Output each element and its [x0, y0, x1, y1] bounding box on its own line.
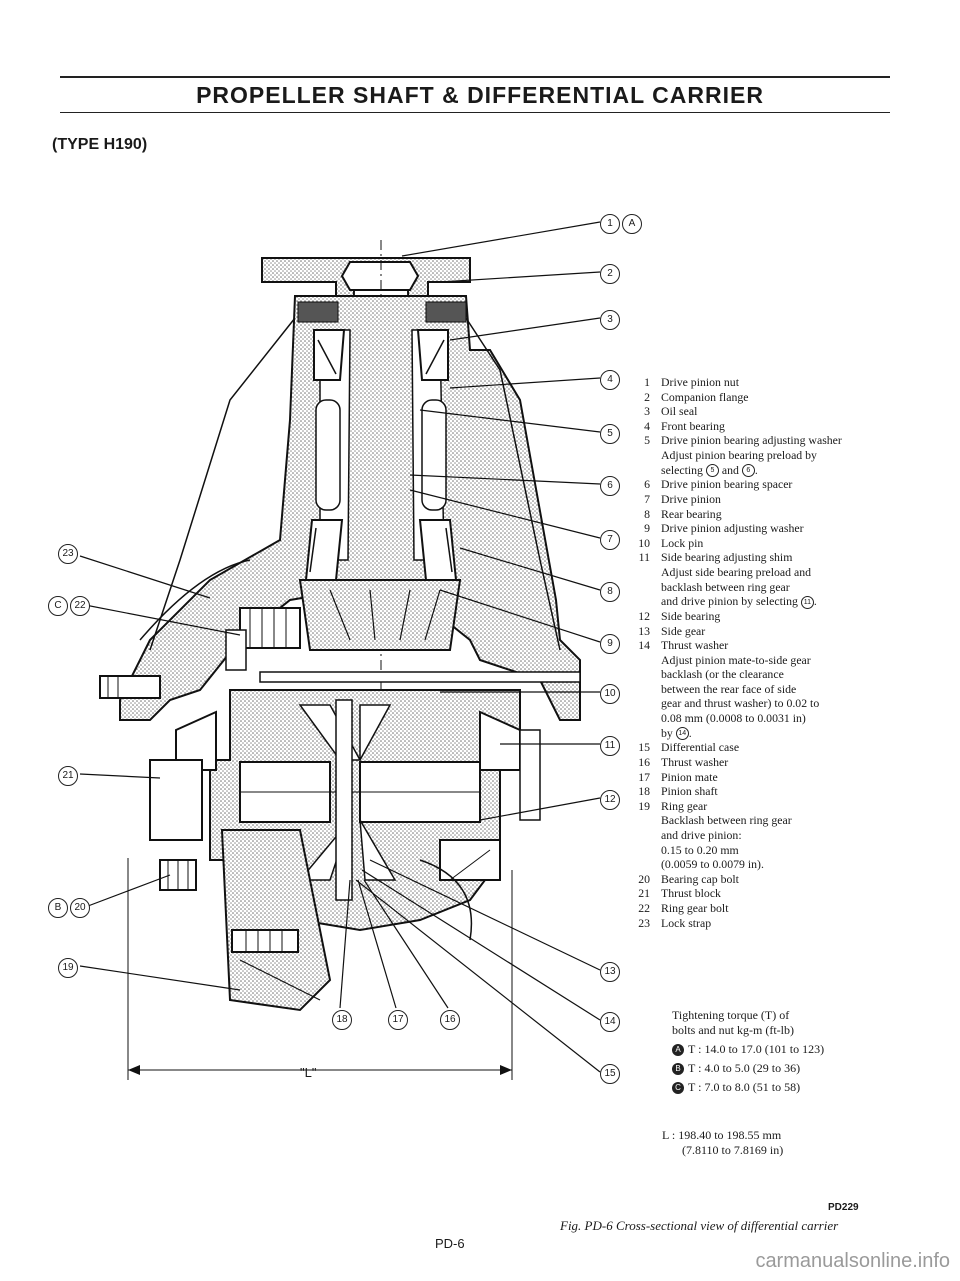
rear-bearing-left: [304, 519, 344, 581]
legend-note-14: Adjust pinion mate-to-side gear backlash…: [661, 652, 820, 741]
callout-13: 13: [600, 960, 622, 982]
callout-2: 2: [600, 262, 622, 284]
title-underline: [60, 112, 890, 113]
drive-pinion-head: [298, 579, 462, 651]
torque-specifications: Tightening torque (T) of bolts and nut k…: [672, 1008, 824, 1095]
page-number: PD-6: [435, 1236, 465, 1251]
callout-14: 14: [600, 1010, 622, 1032]
callout-12: 12: [600, 788, 622, 810]
lock-pin: [259, 671, 581, 683]
legend-note-19: Backlash between ring gear and drive pin…: [661, 813, 792, 872]
callout-5: 5: [600, 422, 622, 444]
page-title: PROPELLER SHAFT & DIFFERENTIAL CARRIER: [196, 82, 764, 108]
callout-9: 9: [600, 632, 622, 654]
oil-seal-left: [297, 301, 339, 323]
side-bearing-left: [175, 710, 217, 771]
pinion-shaft: [335, 699, 353, 901]
bearing-spacer-left: [315, 399, 341, 511]
callout-21: 21: [58, 764, 80, 786]
legend-note-11: Adjust side bearing preload and backlash…: [661, 564, 817, 609]
callout-10: 10: [600, 682, 622, 704]
section-subtitle: (TYPE H190): [52, 136, 148, 153]
callout-1: 1: [600, 214, 620, 234]
torque-heading-2: bolts and nut kg-m (ft-lb): [672, 1023, 794, 1037]
front-bearing-right: [416, 329, 449, 381]
oil-seal-right: [425, 301, 467, 323]
drive-pinion-nut: [340, 261, 420, 291]
callout-11: 11: [600, 734, 622, 756]
callout-15: 15: [600, 1062, 622, 1084]
figure-caption: Fig. PD-6 Cross-sectional view of differ…: [560, 1218, 839, 1233]
watermark: carmanualsonline.info: [755, 1250, 950, 1272]
length-dimension-label: "L": [300, 1065, 317, 1080]
top-rule: [60, 76, 890, 78]
callout-A: A: [622, 214, 642, 234]
bearing-spacer-right: [421, 399, 447, 511]
callout-18: 18: [332, 1008, 354, 1030]
callout-3: 3: [600, 308, 622, 330]
torque-heading-1: Tightening torque (T) of: [672, 1008, 790, 1022]
callout-8: 8: [600, 580, 622, 602]
callout-4: 4: [600, 368, 622, 390]
length-spec-mm: L : 198.40 to 198.55 mm: [662, 1128, 782, 1142]
front-bearing-left: [313, 329, 346, 381]
length-spec-in: (7.8110 to 7.8169 in): [682, 1143, 784, 1157]
callout-7: 7: [600, 528, 622, 550]
callout-19: 19: [58, 956, 80, 978]
length-specification: L : 198.40 to 198.55 mm (7.8110 to 7.816…: [662, 1128, 783, 1158]
callout-23: 23: [58, 542, 80, 564]
callout-6: 6: [600, 474, 622, 496]
rear-bearing-right: [418, 519, 458, 581]
callout-17: 17: [388, 1008, 410, 1030]
ring-gear-bolt: [231, 929, 299, 953]
callout-16: 16: [440, 1008, 462, 1030]
legend-note-5: Adjust pinion bearing preload by selecti…: [661, 447, 817, 478]
figure-code: PD229: [828, 1202, 859, 1213]
